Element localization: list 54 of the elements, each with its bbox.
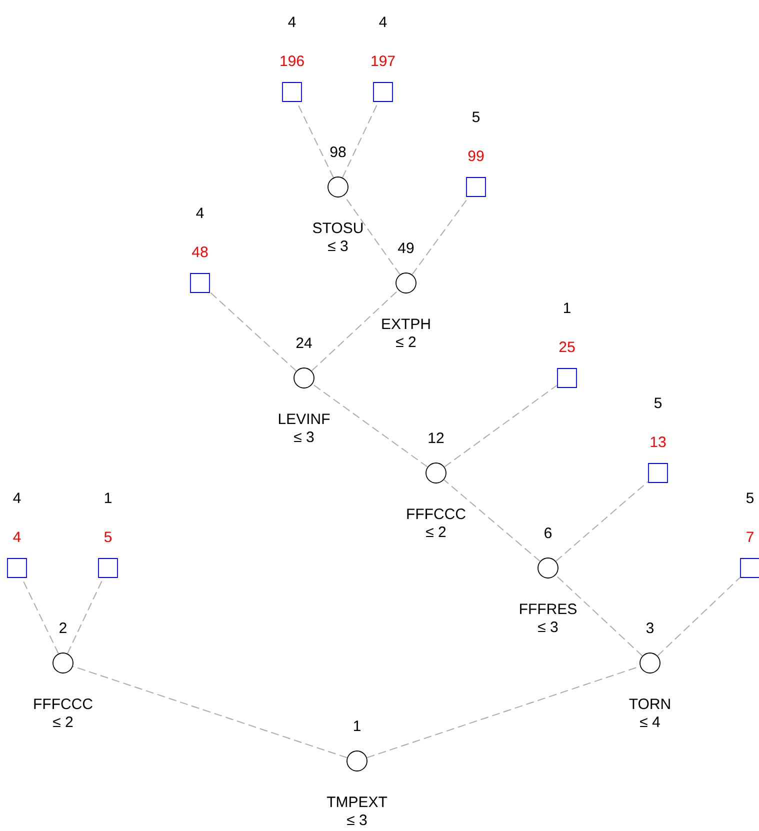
tree-branch (443, 479, 541, 562)
node-number: 3 (646, 622, 654, 634)
split-threshold: ≤ 2 (426, 526, 446, 537)
class-label: 4 (13, 492, 21, 503)
node-number: 197 (372, 56, 395, 66)
tree-branch (311, 290, 399, 372)
split-variable: FFFRES (520, 604, 576, 614)
split-threshold: ≤ 3 (347, 814, 367, 826)
class-label: 1 (104, 492, 112, 503)
class-label: 1 (564, 302, 570, 313)
class-label: 5 (746, 492, 754, 504)
split-threshold: ≤ 3 (294, 432, 314, 442)
node-number: 5 (104, 532, 112, 542)
node-number: 24 (296, 338, 312, 348)
class-label: 4 (288, 16, 296, 27)
split-variable: STOSU (312, 222, 363, 234)
node-number: 7 (746, 532, 754, 542)
split-variable: EXTPH (382, 318, 430, 329)
class-label: 5 (472, 112, 480, 122)
node-number: 49 (398, 242, 414, 254)
tree-branch (657, 576, 741, 656)
node-number: 1 (354, 720, 360, 731)
tree-branch (72, 666, 348, 758)
node-number: 4 (13, 532, 21, 542)
tree-branch (555, 481, 649, 562)
split-threshold: ≤ 4 (640, 716, 660, 727)
split-variable: FFFCCC (407, 508, 466, 520)
class-label: 4 (196, 208, 204, 218)
split-variable: TMPEXT (326, 796, 388, 807)
node-number: 48 (192, 246, 208, 258)
tree-branch (296, 101, 334, 178)
tree-branch (21, 577, 59, 654)
node-number: 196 (280, 56, 304, 66)
node-number: 98 (330, 146, 346, 158)
node-number: 13 (650, 436, 666, 448)
split-threshold: ≤ 3 (538, 622, 558, 632)
split-threshold: ≤ 2 (53, 716, 73, 727)
split-threshold: ≤ 3 (328, 240, 348, 252)
node-number: 12 (428, 432, 444, 443)
class-label: 5 (654, 398, 662, 408)
split-threshold: ≤ 2 (396, 336, 416, 347)
split-variable: FFFCCC (34, 698, 92, 710)
class-label: 4 (379, 16, 387, 27)
split-variable: LEVINF (278, 414, 330, 424)
tree-branch (444, 384, 558, 468)
tree-branch (312, 384, 428, 468)
tree-branch (555, 574, 643, 656)
node-number: 2 (60, 622, 66, 633)
tree-branch (209, 292, 297, 372)
tree-branch (344, 195, 400, 275)
split-variable: TORN (629, 698, 670, 710)
node-number: 6 (544, 528, 552, 538)
node-number: 25 (559, 342, 575, 352)
node-number: 99 (468, 150, 484, 162)
